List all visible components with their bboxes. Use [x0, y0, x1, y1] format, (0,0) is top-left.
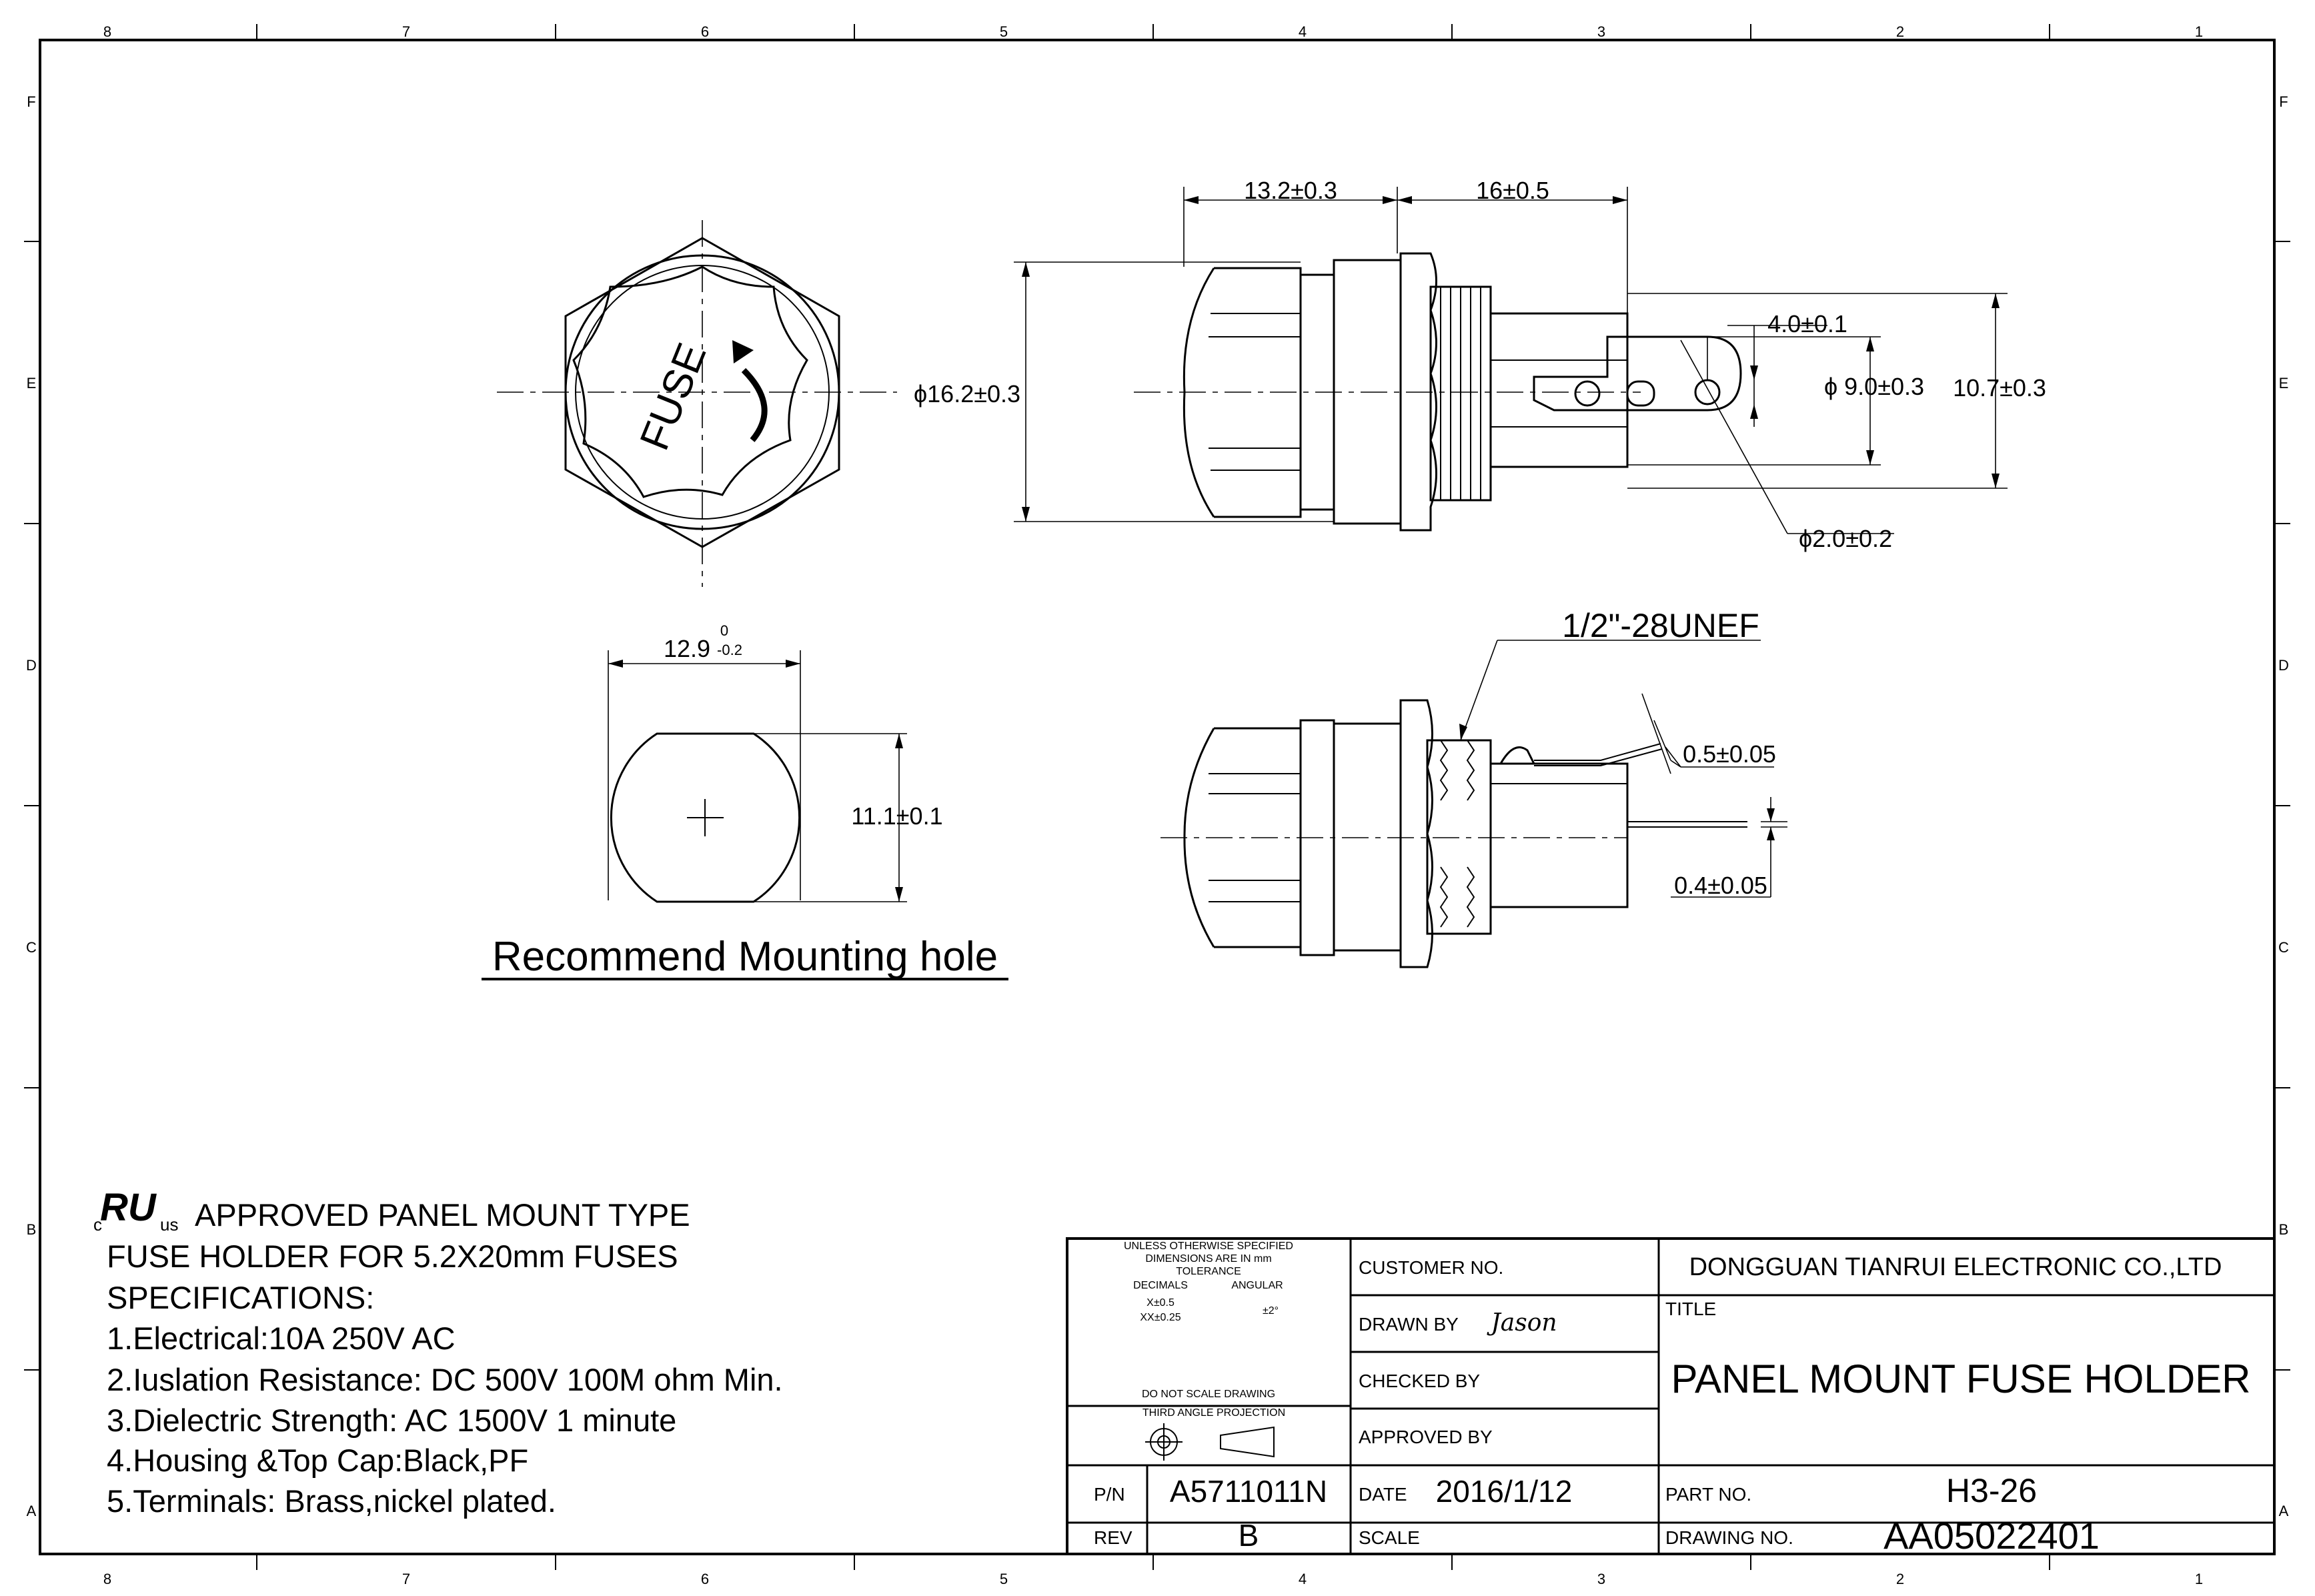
- dim-body-length: 13.2±0.3: [1244, 177, 1337, 204]
- title-block: UNLESS OTHERWISE SPECIFIED DIMENSIONS AR…: [1066, 1237, 2276, 1557]
- third-angle-projection-icon: [1145, 1423, 1275, 1461]
- drawing-no-label: DRAWING NO.: [1665, 1527, 1793, 1548]
- zone-row-B: B: [2279, 1221, 2289, 1238]
- dim-hole-height: 11.1±0.1: [851, 802, 942, 830]
- zone-row-E: E: [2279, 375, 2289, 391]
- tolerance-header: DIMENSIONS ARE IN mm: [1145, 1253, 1271, 1265]
- date-label: DATE: [1359, 1484, 1407, 1505]
- date-value: 2016/1/12: [1436, 1474, 1573, 1509]
- zone-col-6: 6: [701, 23, 709, 40]
- dim-terminal-thickness-a: 0.5±0.05: [1683, 740, 1776, 768]
- do-not-scale-note: DO NOT SCALE DRAWING: [1142, 1389, 1275, 1400]
- tolerance-header: TOLERANCE: [1176, 1266, 1241, 1277]
- mounting-hole-title: Recommend Mounting hole: [492, 934, 998, 980]
- zone-col-6: 6: [701, 1571, 709, 1587]
- dim-body-diameter: ϕ16.2±0.3: [914, 380, 1020, 408]
- dim-thread: 1/2"-28UNEF: [1562, 607, 1759, 644]
- dim-hole-width-lower-tol: -0.2: [717, 642, 742, 658]
- zone-row-A: A: [27, 1503, 37, 1519]
- drawing-title: PANEL MOUNT FUSE HOLDER: [1671, 1357, 2250, 1401]
- scale-label: SCALE: [1359, 1527, 1420, 1548]
- spec-item: 2.Iuslation Resistance: DC 500V 100M ohm…: [107, 1362, 783, 1397]
- dimension-lines: [1014, 187, 2008, 898]
- zone-row-F: F: [27, 93, 35, 110]
- spec-line-3: SPECIFICATIONS:: [107, 1280, 374, 1315]
- approved-by-label: APPROVED BY: [1359, 1427, 1493, 1447]
- pn-value: A5711011N: [1170, 1474, 1327, 1509]
- zone-col-3: 3: [1597, 1571, 1605, 1587]
- decimals-label: DECIMALS: [1133, 1280, 1188, 1291]
- zone-row-B: B: [27, 1221, 37, 1238]
- zone-col-7: 7: [402, 23, 410, 40]
- dim-terminal-thickness-b: 0.4±0.05: [1674, 872, 1767, 899]
- part-no-label: PART NO.: [1665, 1484, 1751, 1505]
- specifications: c RU us APPROVED PANEL MOUNT TYPE FUSE H…: [93, 1186, 783, 1519]
- rev-label: REV: [1094, 1527, 1132, 1548]
- approval-mark-us: us: [160, 1215, 178, 1235]
- drawn-by-value: Jason: [1486, 1309, 1557, 1337]
- part-no-value: H3-26: [1946, 1472, 2037, 1509]
- dim-hole-diameter: ϕ2.0±0.2: [1799, 525, 1892, 552]
- pn-label: P/N: [1094, 1484, 1125, 1505]
- dim-terminal-height-b: 10.7±0.3: [1953, 374, 2046, 402]
- zone-row-C: C: [26, 939, 37, 956]
- dimension-labels: 13.2±0.3 16±0.5 ϕ16.2±0.3 4.0±0.1 ϕ 9.0±…: [914, 177, 2046, 899]
- dim-hole-width: 12.9: [664, 635, 710, 662]
- zone-col-2: 2: [1896, 23, 1904, 40]
- star-cap-outline: [572, 265, 808, 498]
- zone-col-5: 5: [1000, 1571, 1008, 1587]
- tolerance-header: UNLESS OTHERWISE SPECIFIED: [1124, 1241, 1293, 1252]
- drawing-no-value: AA05022401: [1883, 1515, 2100, 1557]
- checked-by-label: CHECKED BY: [1359, 1371, 1480, 1391]
- angular-label: ANGULAR: [1231, 1280, 1283, 1291]
- zone-col-2: 2: [1896, 1571, 1904, 1587]
- mounting-hole-view: 12.9 0 -0.2 11.1±0.1 Recommend Mounting …: [482, 622, 1008, 980]
- drawn-by-label: DRAWN BY: [1359, 1314, 1459, 1335]
- zone-row-E: E: [27, 375, 37, 391]
- spec-item: 5.Terminals: Brass,nickel plated.: [107, 1483, 556, 1519]
- company-name: DONGGUAN TIANRUI ELECTRONIC CO.,LTD: [1689, 1253, 2222, 1281]
- zone-row-F: F: [2279, 93, 2288, 110]
- ul-logo-icon: RU: [100, 1186, 157, 1229]
- nut-chamfer-circle: [564, 254, 840, 530]
- zone-row-D: D: [2278, 657, 2289, 674]
- zone-col-8: 8: [103, 1571, 111, 1587]
- zone-col-7: 7: [402, 1571, 410, 1587]
- projection-label: THIRD ANGLE PROJECTION: [1142, 1407, 1285, 1419]
- zone-col-3: 3: [1597, 23, 1605, 40]
- dim-terminal-length: 16±0.5: [1476, 177, 1549, 204]
- zone-row-D: D: [26, 657, 37, 674]
- zone-col-1: 1: [2195, 23, 2203, 40]
- spec-item: 3.Dielectric Strength: AC 1500V 1 minute: [107, 1403, 676, 1438]
- decimal-x: X±0.5: [1146, 1297, 1175, 1309]
- zone-col-8: 8: [103, 23, 111, 40]
- dim-hole-width-upper-tol: 0: [720, 622, 728, 639]
- zone-row-C: C: [2278, 939, 2289, 956]
- side-view-bottom: [1161, 699, 1747, 968]
- customer-no-label: CUSTOMER NO.: [1359, 1257, 1503, 1278]
- spec-item: 4.Housing &Top Cap:Black,PF: [107, 1443, 528, 1478]
- side-view-top: [1134, 252, 1742, 532]
- spec-item: 1.Electrical:10A 250V AC: [107, 1321, 456, 1356]
- angular-value: ±2°: [1263, 1305, 1279, 1317]
- dim-terminal-width: 4.0±0.1: [1767, 310, 1847, 337]
- rev-value: B: [1239, 1518, 1259, 1553]
- title-label: TITLE: [1665, 1299, 1716, 1319]
- zone-col-5: 5: [1000, 23, 1008, 40]
- zone-col-1: 1: [2195, 1571, 2203, 1587]
- zone-row-A: A: [2279, 1503, 2289, 1519]
- zone-col-4: 4: [1299, 1571, 1307, 1587]
- hex-nut-outline: [564, 237, 840, 548]
- turn-arrowhead-icon: [732, 340, 754, 363]
- spec-line-2: FUSE HOLDER FOR 5.2X20mm FUSES: [107, 1239, 678, 1274]
- decimal-xx: XX±0.25: [1140, 1312, 1181, 1323]
- approval-mark-c: c: [93, 1215, 102, 1235]
- zone-col-4: 4: [1299, 23, 1307, 40]
- turn-arrow-icon: [741, 367, 768, 442]
- dim-terminal-height-a: ϕ 9.0±0.3: [1824, 373, 1924, 400]
- spec-line-1: APPROVED PANEL MOUNT TYPE: [195, 1197, 690, 1233]
- front-view: FUSE: [497, 220, 897, 587]
